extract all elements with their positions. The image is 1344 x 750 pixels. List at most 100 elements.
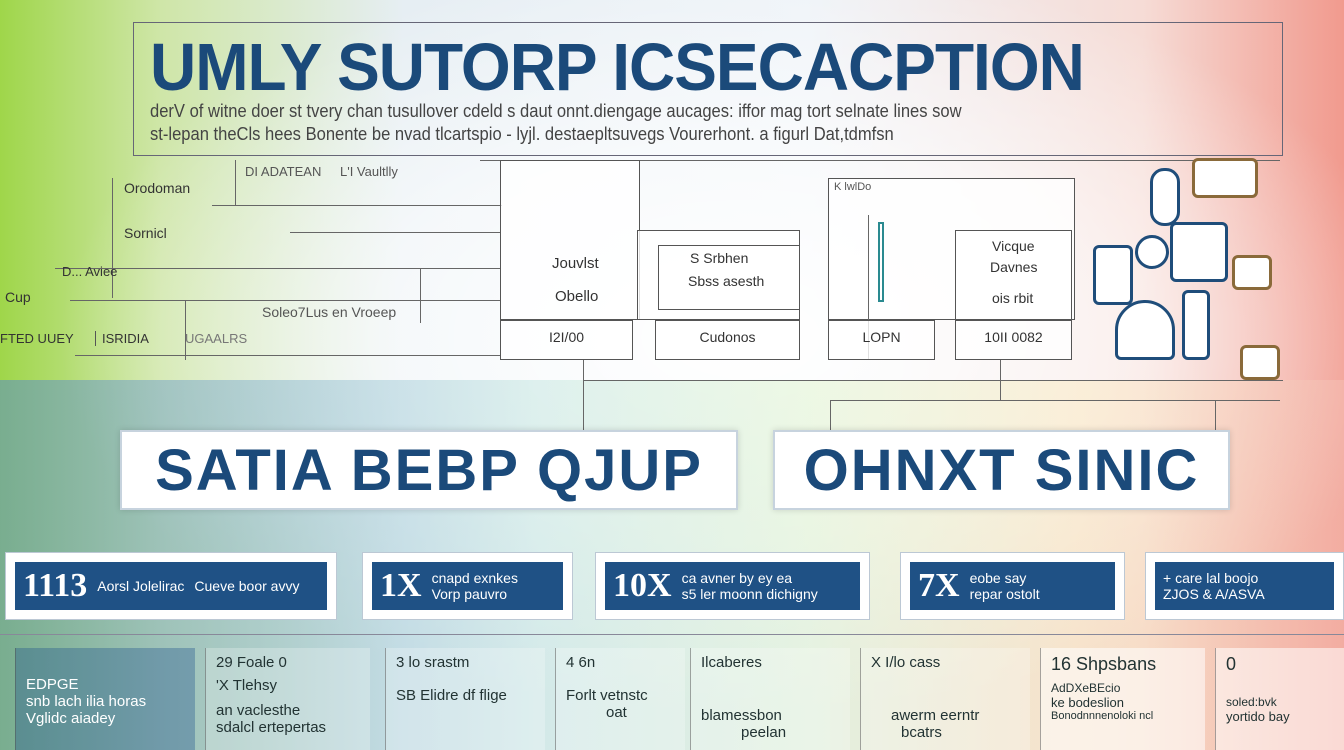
label-aviee: D... Aviee [62,264,118,279]
connector [830,400,1280,401]
module-icon [1182,290,1210,360]
node-footer-1: I2I/00 [500,320,633,360]
label-orodoman: Orodoman [124,180,191,196]
column-text: snb lach ilia horas [26,693,147,710]
stat-label: + care lal boojo [1163,570,1259,586]
stat-label: repar ostolt [969,586,1040,602]
column-text: Bonodnnnenoloki ncl [1051,710,1154,722]
node-footer-3: LOPN [828,320,935,360]
node-footer-label: LOPN [862,329,901,345]
connector [0,634,1344,635]
connector [1215,400,1216,430]
device-icon [1150,168,1180,226]
stat-label: ZJOS & A/ASVA [1163,586,1265,602]
node-footer-label: Cudonos [699,329,756,345]
connector [480,160,1280,161]
stat-card-1: 1113 Aorsl Jolelirac Cueve boor avvy [5,552,337,620]
column-text: peelan [741,724,787,741]
column-heading: X I/lo cass [871,654,941,671]
connector [235,160,236,205]
column-text: soled:bvk [1226,695,1277,709]
node-footer-label: I2I/00 [548,329,585,345]
banner-label: OHNXT SINIC [803,437,1200,503]
node-footer-4: 10II 0082 [955,320,1072,360]
column-text: AdDXeBEcio [1051,681,1121,695]
column-text: 'X Tlehsy [216,677,277,694]
column-heading: 16 Shpsbans [1051,654,1157,674]
column-text: oat [606,704,627,721]
screen-icon [1192,158,1258,198]
node-label: Jouvlst [552,255,599,272]
label-soleo: Soleo7Lus en Vroeep [262,304,397,320]
subtitle-line-2: st-lepan theCls hees Bonente be nvad tlc… [150,124,894,144]
connector [212,205,502,206]
column-heading: 3 lo srastm [396,654,470,671]
connector [185,300,186,360]
column-heading: Ilcaberes [701,654,762,671]
column-text: EDPGE [26,676,79,693]
stat-value: 1113 [23,567,88,604]
connector [75,355,500,356]
node-label: Sbss asesth [688,273,765,289]
connector [70,300,500,301]
node-box-4 [955,230,1072,320]
server-icon [1170,222,1228,282]
banner-right: OHNXT SINIC [773,430,1230,510]
connector [290,232,500,233]
stat-label: eobe say [969,570,1027,586]
connector [55,268,500,269]
connector [420,268,421,323]
column-heading: 0 [1226,654,1237,674]
connector [830,400,831,430]
column-text: Vglidc aiadey [26,710,116,727]
node-label: Vicque [992,238,1035,254]
column-text: yortido bay [1226,709,1290,724]
column-text: Forlt vetnstc [566,687,648,704]
camera-icon [1115,300,1175,360]
stat-label: cnapd exnkes [431,570,518,586]
connector [868,215,869,360]
connector [583,360,584,430]
column-text: SB Elidre df flige [396,687,507,704]
node-label: Davnes [990,259,1038,275]
subtitle-line-1: derV of witne doer st tvery chan tusullo… [150,101,962,121]
label-ugaalrs: UGAALRS [185,331,248,346]
label-cup: Cup [5,289,31,305]
column-text: blamessbon [701,707,782,724]
column-heading: 29 Foale 0 [216,654,287,671]
column-text: sdalcl ertepertas [216,719,327,736]
page-title: UMLY SUTORP ICSECACPTION [150,29,1085,105]
column-text: bcatrs [901,724,942,741]
node-header-label: K lwlDo [834,181,872,193]
column-text: an vaclesthe [216,702,301,719]
label-vaultlly: L'I Vaultlly [340,164,398,179]
stat-label: Vorp pauvro [431,586,508,602]
connector [583,380,1283,381]
header-frame [133,22,1283,156]
column-text: awerm eerntr [891,707,980,724]
node-label: S Srbhen [690,250,749,266]
plug-icon [1232,255,1272,290]
node-footer-2: Cudonos [655,320,800,360]
stat-value: 7X [918,567,960,604]
stat-label: s5 ler moonn dichigny [681,586,818,602]
stat-label: Aorsl Jolelirac [97,578,185,594]
column-text: ke bodeslion [1051,695,1124,710]
connector [1000,360,1001,400]
label-isridia: ISRIDIA [95,331,149,346]
stat-label: Cueve boor avvy [194,578,300,594]
label-sornicl: Sornicl [124,225,167,241]
node-box-1 [500,160,640,320]
node-label: ois rbit [992,290,1034,306]
stat-value: 10X [613,567,672,604]
stat-label: ca avner by ey ea [681,570,793,586]
